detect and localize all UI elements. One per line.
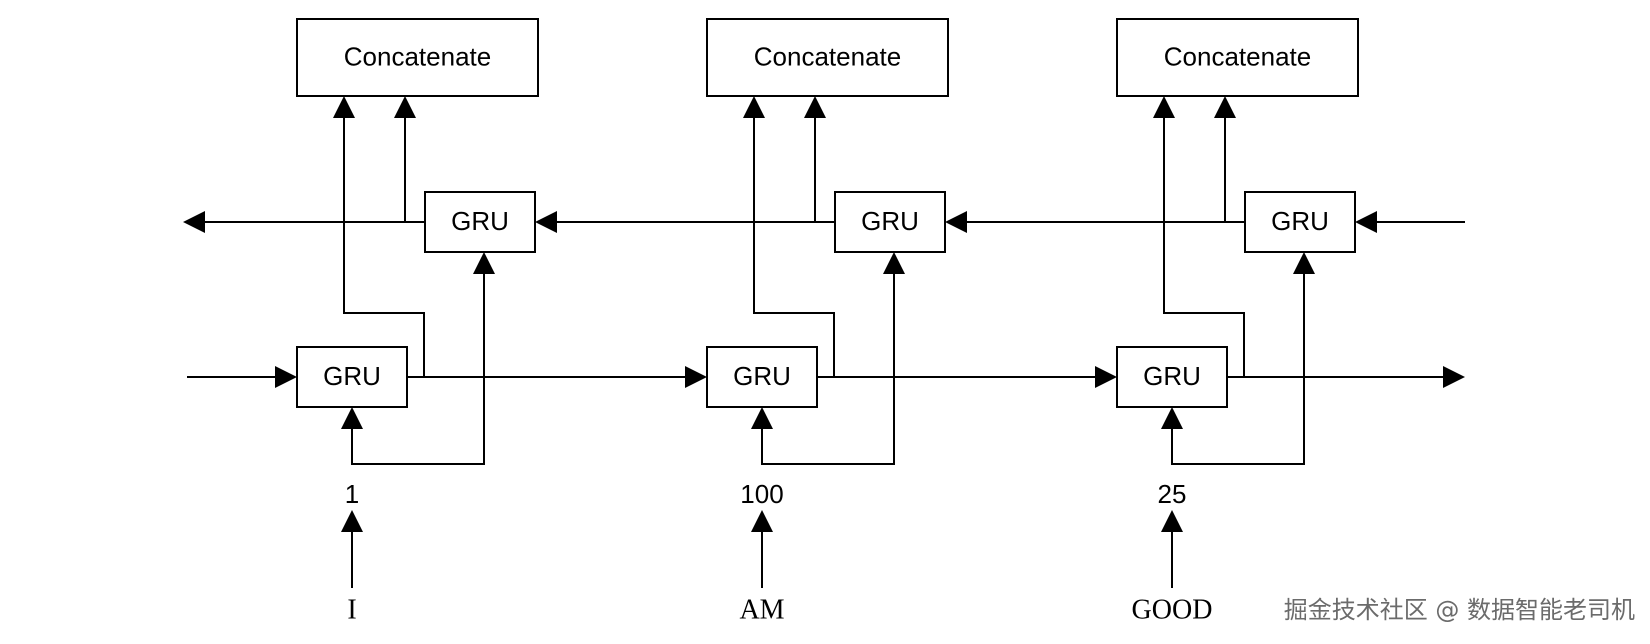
col3-forward-gru-box [1116, 346, 1228, 408]
col1-concatenate-box [296, 18, 539, 97]
col2-backward-gru-box [834, 191, 946, 253]
col2-forward-to-concat-line [753, 118, 835, 377]
col2-backward-gru-label: GRU [861, 206, 919, 236]
col2-word-label: AM [739, 594, 784, 625]
watermark-text: 掘金技术社区 @ 数据智能老司机 [1284, 596, 1635, 624]
col3-token-id-label: 25 [1158, 479, 1187, 509]
col3-backward-input-arrowhead [1293, 252, 1315, 274]
col1-backward-gru-box [424, 191, 536, 253]
col1-forward-gru-label: GRU [323, 361, 381, 391]
col1-forward-gru-box [296, 346, 408, 408]
col2-backward-input-arrowhead [883, 252, 905, 274]
forward-exit-arrowhead [1443, 366, 1465, 388]
col3-word-to-id-arrowhead [1161, 510, 1183, 532]
connection-lines [187, 118, 1465, 588]
col1-forward-to-concat-line [343, 118, 425, 377]
col3-forward-to-concat-arrowhead [1153, 96, 1175, 118]
col2-backward-to-concat-arrowhead [804, 96, 826, 118]
col1-backward-input-arrowhead [473, 252, 495, 274]
backward-link-2-1-arrowhead [535, 211, 557, 233]
col2-forward-input-arrowhead [751, 407, 773, 429]
col1-backward-to-concat-arrowhead [394, 96, 416, 118]
blocks [296, 18, 1359, 408]
forward-link-1-2-arrowhead [685, 366, 707, 388]
col1-concatenate-label: Concatenate [344, 41, 491, 71]
col2-forward-gru-label: GRU [733, 361, 791, 391]
col2-token-id-label: 100 [740, 479, 783, 509]
col3-forward-to-concat-line [1163, 118, 1245, 377]
col2-word-to-id-arrowhead [751, 510, 773, 532]
col2-concatenate-label: Concatenate [754, 41, 901, 71]
col3-forward-gru-label: GRU [1143, 361, 1201, 391]
col3-backward-gru-box [1244, 191, 1356, 253]
col3-input-loop-line [1171, 274, 1305, 465]
col3-backward-to-concat-arrowhead [1214, 96, 1236, 118]
col1-backward-gru-label: GRU [451, 206, 509, 236]
col2-forward-to-concat-arrowhead [743, 96, 765, 118]
col3-backward-gru-label: GRU [1271, 206, 1329, 236]
forward-entry-arrowhead [275, 366, 297, 388]
col1-input-loop-line [351, 274, 485, 465]
col2-forward-gru-box [706, 346, 818, 408]
backward-link-3-2-arrowhead [945, 211, 967, 233]
col1-word-to-id-arrowhead [341, 510, 363, 532]
backward-entry-arrowhead [1355, 211, 1377, 233]
col3-forward-input-arrowhead [1161, 407, 1183, 429]
arrowheads [183, 96, 1465, 532]
col1-token-id-label: 1 [345, 479, 359, 509]
col1-forward-input-arrowhead [341, 407, 363, 429]
col1-forward-to-concat-arrowhead [333, 96, 355, 118]
backward-exit-arrowhead [183, 211, 205, 233]
forward-link-2-3-arrowhead [1095, 366, 1117, 388]
col3-concatenate-label: Concatenate [1164, 41, 1311, 71]
col3-word-label: GOOD [1132, 594, 1213, 625]
col2-input-loop-line [761, 274, 895, 465]
col1-word-label: I [347, 594, 356, 625]
col3-concatenate-box [1116, 18, 1359, 97]
col2-concatenate-box [706, 18, 949, 97]
